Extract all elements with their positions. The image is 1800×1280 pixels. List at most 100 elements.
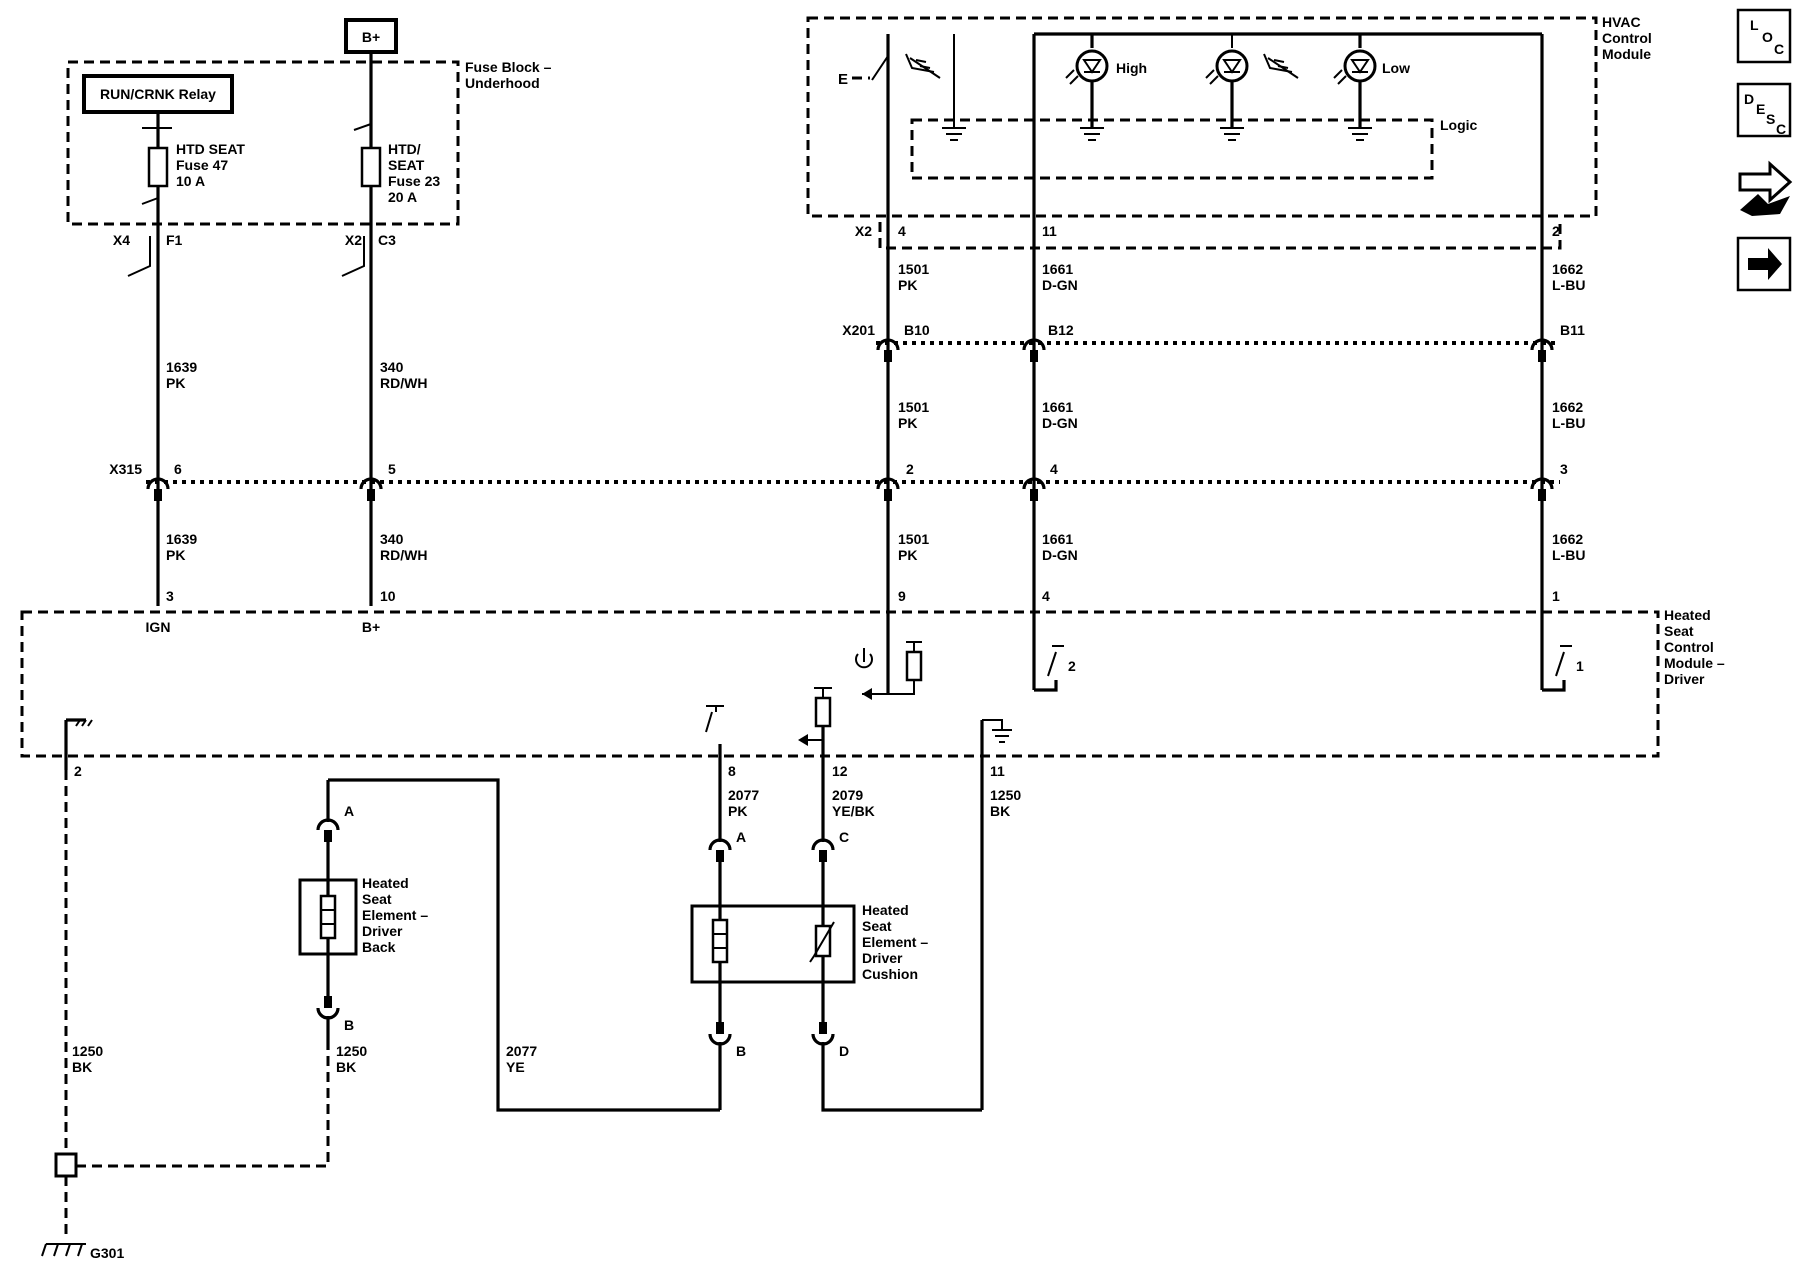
hscm-pin-9: 9 xyxy=(898,588,906,604)
fuse-23-label-3: Fuse 23 xyxy=(388,173,440,189)
fuse-23-label-4: 20 A xyxy=(388,189,417,205)
switch-1-label: 1 xyxy=(1576,658,1584,674)
switch-2-label: 2 xyxy=(1068,658,1076,674)
ground-icon-5 xyxy=(992,729,1012,743)
fuse-23-label-1: HTD/ xyxy=(388,141,421,157)
bplus-label: B+ xyxy=(362,619,380,635)
back-title-1: Heated xyxy=(362,875,409,891)
wire-labels-lower: 1639 PK 340 RD/WH 1501 PK 1661 D-GN 1662… xyxy=(166,531,1585,563)
seat-heat-icon-1 xyxy=(905,53,941,79)
w1501-color-1: PK xyxy=(898,277,917,293)
back-title-4: Driver xyxy=(362,923,403,939)
w1501-num-2: 1501 xyxy=(898,399,929,415)
back-title-5: Back xyxy=(362,939,396,955)
fuse-47-label-2: Fuse 47 xyxy=(176,157,228,173)
hscm-pin-4: 4 xyxy=(1042,588,1050,604)
x2-hvac-label: X2 xyxy=(855,223,872,239)
hscm-title-1: Heated xyxy=(1664,607,1711,623)
hscm-pin-3: 3 xyxy=(166,588,174,604)
x201-pin-b12: B12 xyxy=(1048,322,1074,338)
hvac-title-1: HVAC xyxy=(1602,14,1641,30)
fuse-block-label: Fuse Block – xyxy=(465,59,552,75)
splice-box xyxy=(54,1152,78,1178)
cushion-title-5: Cushion xyxy=(862,966,918,982)
cushion-pin-a: A xyxy=(736,829,746,845)
fuse-block-underhood: Fuse Block – Underhood B+ RUN/CRNK Relay… xyxy=(66,18,552,226)
heating-element-icon-back xyxy=(319,894,337,940)
fuse-block-label-2: Underhood xyxy=(465,75,540,91)
cushion-pin-d: D xyxy=(839,1043,849,1059)
b-plus-label: B+ xyxy=(362,29,380,45)
ground-icon-2 xyxy=(1080,127,1104,141)
ground-icon-4 xyxy=(1348,127,1372,141)
w1639-color-1: PK xyxy=(166,375,185,391)
hscm-pin-10: 10 xyxy=(380,588,396,604)
hvac-control-module: HVAC Control Module Logic E High xyxy=(806,14,1652,250)
w1661-num-2: 1661 xyxy=(1042,399,1073,415)
w2079-num: 2079 xyxy=(832,787,863,803)
hscm-pin-12: 12 xyxy=(832,763,848,779)
cushion-pin-c: C xyxy=(839,829,849,845)
fuse-23-symbol xyxy=(360,146,382,188)
power-symbol-icon xyxy=(855,648,873,669)
x4-label: X4 xyxy=(113,232,130,248)
w1661-num-3: 1661 xyxy=(1042,531,1073,547)
w340-color-2: RD/WH xyxy=(380,547,427,563)
w1501-color-2: PK xyxy=(898,415,917,431)
back-pin-b: B xyxy=(344,1017,354,1033)
back-title-3: Element – xyxy=(362,907,428,923)
w1661-color-1: D-GN xyxy=(1042,277,1078,293)
connector-tools-icon[interactable] xyxy=(1738,160,1793,216)
fuse-connectors: X4 F1 X2 C3 xyxy=(113,202,396,606)
fuse-47-symbol xyxy=(147,146,169,188)
w1662-num-3: 1662 xyxy=(1552,531,1583,547)
high-label: High xyxy=(1116,60,1147,76)
w1250-color-2: BK xyxy=(336,1059,356,1075)
heating-element-icon-cushion xyxy=(711,918,729,964)
x315-pin-4: 4 xyxy=(1050,461,1058,477)
back-pin-a: A xyxy=(344,803,354,819)
g301-label: G301 xyxy=(90,1245,124,1261)
x315-pin-3: 3 xyxy=(1560,461,1568,477)
w1250-color-3: BK xyxy=(990,803,1010,819)
x201-pin-b10: B10 xyxy=(904,322,930,338)
w340-num-1: 340 xyxy=(380,359,404,375)
desc-s: S xyxy=(1766,111,1775,127)
seat-heat-icon-2 xyxy=(1263,53,1299,79)
high-led-icon xyxy=(1075,49,1109,83)
w1250-num-2: 1250 xyxy=(336,1043,367,1059)
wire-labels-upper: 1501 PK 1661 D-GN 1662 L-BU xyxy=(898,261,1585,293)
fuse-47-label-3: 10 A xyxy=(176,173,205,189)
x315-connector: X315 6 5 2 4 3 xyxy=(109,461,1568,501)
e-marker: E xyxy=(838,71,848,88)
low-label: Low xyxy=(1382,60,1410,76)
c3-label: C3 xyxy=(378,232,396,248)
desc-c: C xyxy=(1776,121,1786,137)
w1639-color-2: PK xyxy=(166,547,185,563)
b-plus-box xyxy=(344,18,398,54)
back-title-2: Seat xyxy=(362,891,392,907)
desc-button[interactable]: D E S C xyxy=(1736,82,1792,138)
w1639-num-2: 1639 xyxy=(166,531,197,547)
wire-labels-middle: 1639 PK 340 RD/WH 1501 PK 1661 D-GN 1662… xyxy=(166,359,1585,431)
hscm-title-3: Control xyxy=(1664,639,1714,655)
w2079-color: YE/BK xyxy=(832,803,875,819)
hvac-pin-2: 2 xyxy=(1552,223,1560,239)
w1662-num-2: 1662 xyxy=(1552,399,1583,415)
next-arrow-button[interactable] xyxy=(1736,236,1792,292)
w1250-num-1: 1250 xyxy=(72,1043,103,1059)
relay-label: RUN/CRNK Relay xyxy=(100,86,216,102)
hvac-title-3: Module xyxy=(1602,46,1651,62)
w1501-color-3: PK xyxy=(898,547,917,563)
loc-o: O xyxy=(1762,29,1773,45)
cushion-title-2: Seat xyxy=(862,918,892,934)
w2077-color-2: YE xyxy=(506,1059,525,1075)
x315-pin-6: 6 xyxy=(174,461,182,477)
w1501-num-1: 1501 xyxy=(898,261,929,277)
cushion-title-3: Element – xyxy=(862,934,928,950)
f1-label: F1 xyxy=(166,232,183,248)
chassis-ground-icon xyxy=(75,719,93,727)
loc-button[interactable]: L O C xyxy=(1736,8,1792,64)
x315-label: X315 xyxy=(109,461,142,477)
desc-d: D xyxy=(1744,91,1754,107)
